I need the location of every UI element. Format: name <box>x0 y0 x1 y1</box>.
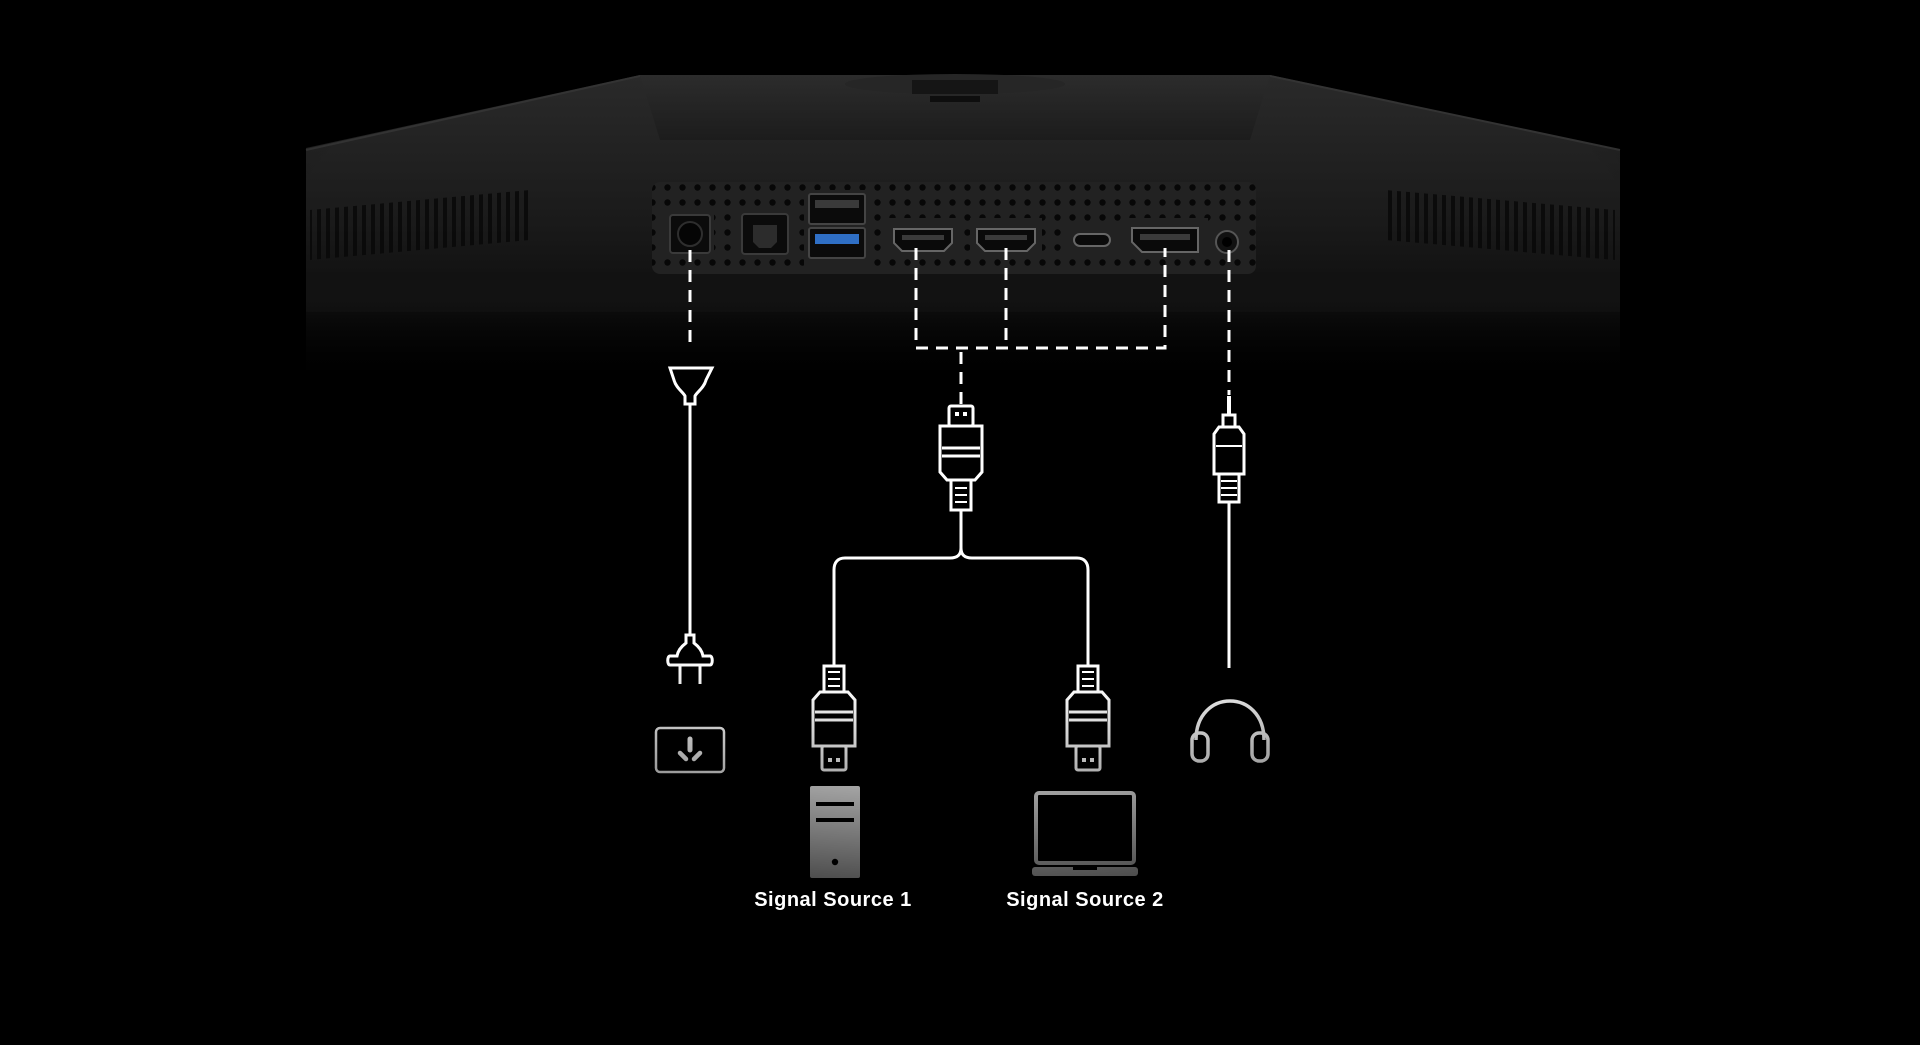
headphones-icon <box>1190 699 1270 763</box>
port-usb-a-upper <box>808 193 866 225</box>
audio-jack-icon <box>1212 396 1246 668</box>
port-hdmi-2 <box>976 228 1036 252</box>
signal-source-2-label: Signal Source 2 <box>1006 889 1164 911</box>
power-plug-icon <box>666 633 714 684</box>
port-hdmi-1 <box>893 228 953 252</box>
hdmi-connector-icon <box>1065 664 1111 772</box>
laptop-icon <box>1032 791 1138 876</box>
wall-outlet-icon <box>654 726 726 774</box>
signal-source-1-label: Signal Source 1 <box>754 889 912 911</box>
port-usb-c <box>1073 233 1111 247</box>
port-usb3-a-lower <box>808 227 866 259</box>
port-dc-power <box>669 214 711 254</box>
port-audio-out <box>1215 230 1239 254</box>
hdmi-connector-icon <box>938 404 984 512</box>
hdmi-connector-icon <box>811 664 857 772</box>
port-usb-b <box>741 213 789 255</box>
hdmi-split-cable <box>832 510 1090 666</box>
desktop-tower-icon <box>810 786 860 878</box>
